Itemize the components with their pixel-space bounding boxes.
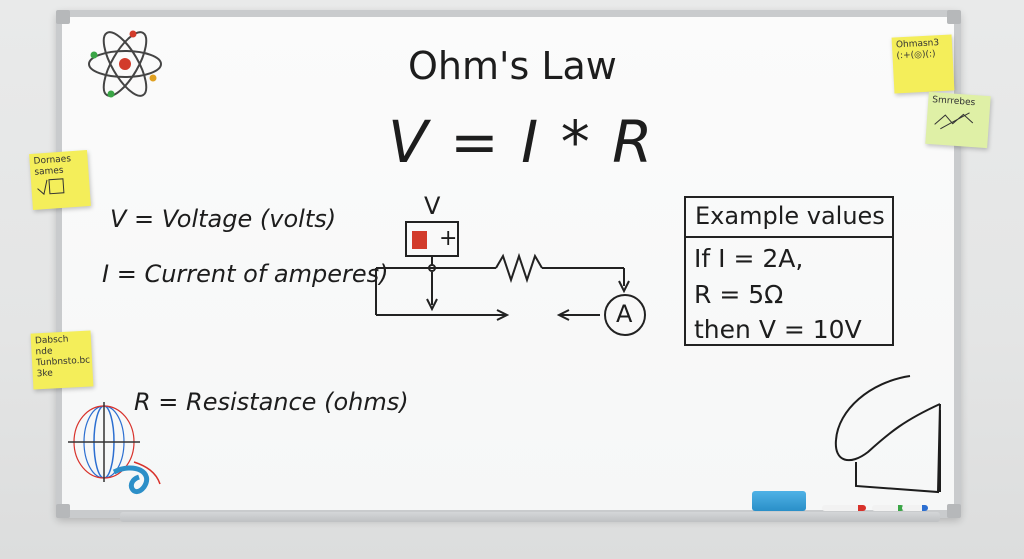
example-line-voltage: then V = 10V [694, 315, 862, 344]
current-definition: I = Current of amperes) [102, 260, 389, 288]
example-line-resistance: R = 5Ω [694, 280, 784, 309]
board-title: Ohm's Law [408, 44, 617, 88]
circuit-voltage-label: V [424, 192, 441, 220]
battery-red-cell [412, 231, 427, 249]
ohms-law-formula: V = I * R [388, 108, 655, 176]
battery-plus-label: + [439, 226, 458, 251]
circuit-diagram [375, 221, 646, 336]
frame-corner [56, 10, 70, 24]
sticky-note-text: (:+(◎)(:) [896, 49, 936, 62]
sticky-note-text: 3ke [36, 368, 54, 380]
ammeter [604, 294, 646, 336]
resistance-definition: R = Resistance (ohms) [134, 388, 409, 416]
sticky-doodle [934, 112, 974, 130]
eraser[interactable] [752, 491, 806, 511]
sticky-note-right-green: Smrrebes [925, 91, 991, 149]
frame-corner [947, 504, 961, 518]
blue-marker[interactable] [902, 505, 928, 511]
sticky-note-left-upper: Dornaes sames [29, 150, 91, 210]
sticky-doodle [37, 178, 65, 196]
green-marker[interactable] [872, 505, 904, 511]
frame-corner [947, 10, 961, 24]
red-marker[interactable] [822, 505, 866, 511]
example-line-current: If I = 2A, [694, 244, 804, 273]
voltage-definition: V = Voltage (volts) [110, 205, 337, 233]
sticky-note-text: Dabsch nde [34, 334, 69, 358]
sticky-note-top-right: Ohmasn3 (:+(◎)(:) [891, 34, 955, 94]
marker-tray [120, 512, 940, 522]
magnetic-field-icon [68, 402, 161, 495]
sketch-drawing [834, 375, 941, 494]
example-heading: Example values [686, 198, 892, 238]
ammeter-label: A [616, 300, 633, 328]
sticky-note-left-lower: Dabsch nde Tunbnsto.bc 3ke [30, 330, 94, 390]
resistor [495, 252, 543, 284]
atom-icon [88, 30, 162, 98]
example-values-box: Example values If I = 2A, R = 5Ω then V … [684, 196, 894, 346]
frame-corner [56, 504, 70, 518]
whiteboard-surface [62, 17, 954, 510]
